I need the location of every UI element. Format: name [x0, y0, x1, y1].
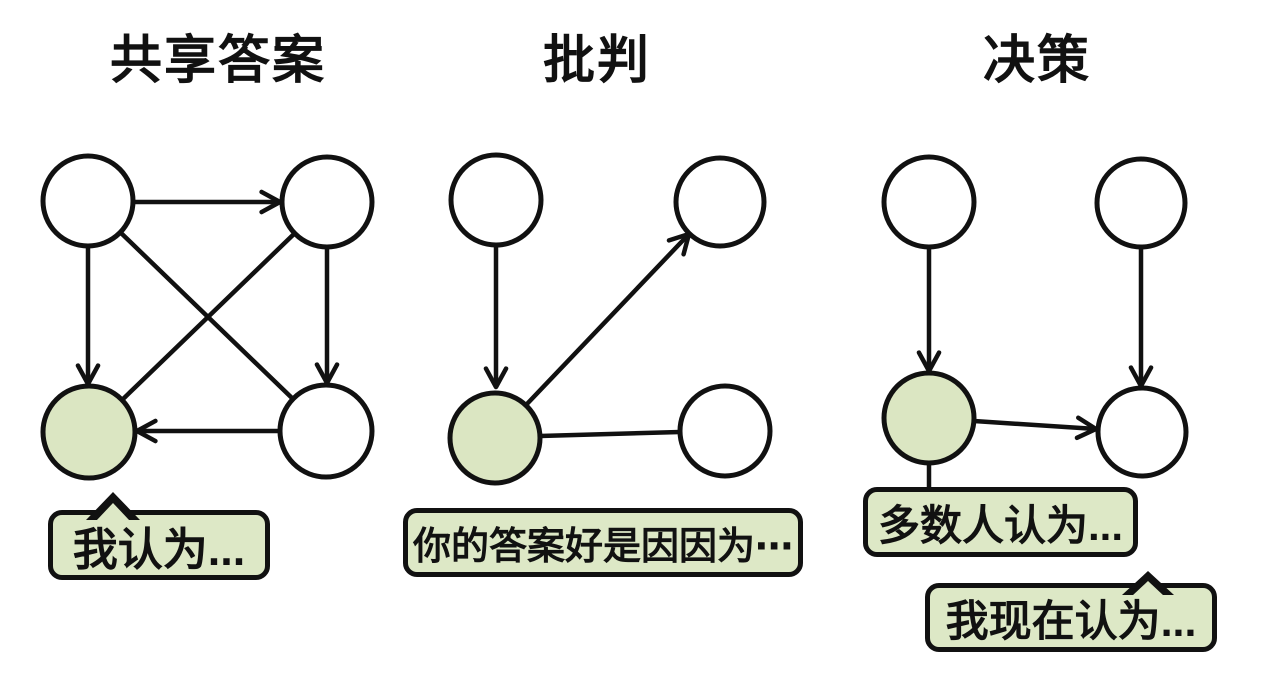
panel-title-critique: 批判 — [542, 32, 652, 90]
speech-bubble-text: 你的答案好是因因为⋯ — [412, 526, 793, 568]
edge-arrow-shaft — [973, 418, 1097, 432]
speech-bubble-i-now-think: 我现在认为... — [925, 571, 1217, 652]
agent-node-highlighted — [447, 390, 543, 486]
speech-bubble-text: 多数人认为... — [877, 501, 1123, 549]
edge-line — [539, 429, 681, 439]
agent-node — [673, 155, 767, 249]
agent-node — [881, 154, 977, 250]
speech-bubble-majority-thinks: 多数人认为... — [863, 487, 1138, 557]
agent-node — [40, 153, 136, 249]
agent-node — [277, 382, 375, 480]
panel-graph-0 — [40, 153, 375, 481]
agent-node — [677, 383, 773, 479]
edge-arrow-shaft — [524, 232, 691, 407]
speech-bubble-text: 我现在认为... — [945, 597, 1197, 646]
panel-graph-2 — [881, 154, 1189, 490]
speech-bubble-i-think: 我认为... — [48, 492, 270, 580]
agent-node — [448, 152, 544, 248]
agent-node-highlighted — [881, 370, 977, 466]
speech-bubble-text: 我认为... — [72, 523, 246, 575]
speech-bubble-your-answer-good-because: 你的答案好是因因为⋯ — [403, 508, 803, 577]
panel-graph-1 — [447, 152, 773, 486]
agent-node-highlighted — [40, 383, 138, 481]
panel-title-share-answers: 共享答案 — [109, 32, 327, 90]
agent-node — [279, 154, 375, 250]
arrowhead-icon — [483, 366, 509, 390]
agent-node — [1094, 156, 1188, 250]
panel-title-decision: 决策 — [982, 32, 1092, 90]
edge-line — [120, 231, 297, 402]
agent-node — [1095, 385, 1189, 479]
